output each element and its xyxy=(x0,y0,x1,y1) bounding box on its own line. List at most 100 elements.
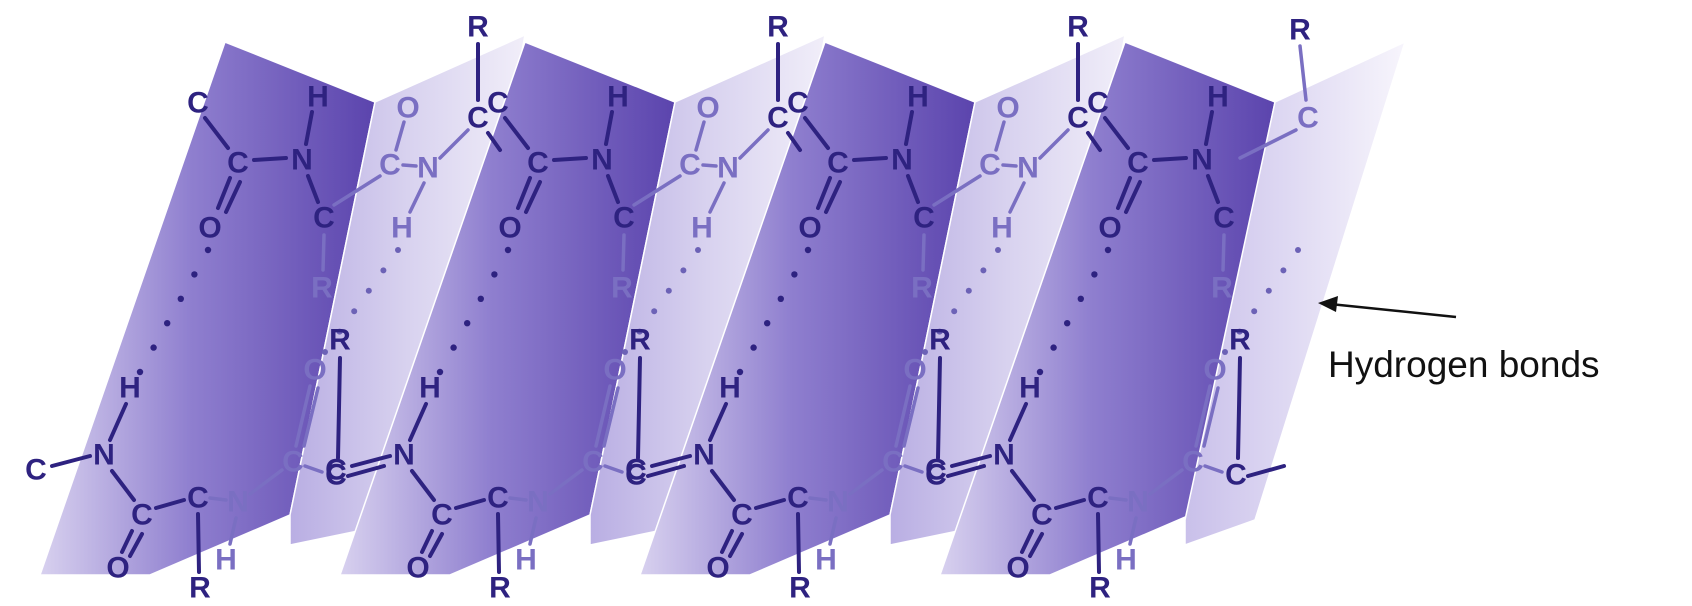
bond xyxy=(816,176,832,210)
bond xyxy=(216,176,232,210)
bond xyxy=(1204,110,1214,146)
bond xyxy=(508,496,528,502)
carbon-atom: C xyxy=(431,499,453,532)
nitrogen-atom: N xyxy=(693,439,715,472)
hydrogen-bond-dot xyxy=(980,267,987,274)
bond xyxy=(710,469,736,502)
hydrogen-atom: H xyxy=(215,544,237,577)
carbon-atom: C xyxy=(25,454,47,487)
bond xyxy=(1203,464,1224,474)
bond xyxy=(921,233,926,272)
bond xyxy=(1298,44,1308,102)
hydrogen-atom: H xyxy=(1207,81,1229,114)
bond xyxy=(650,454,692,468)
hydrogen-bond-dot xyxy=(1236,328,1243,335)
carbon-atom: C xyxy=(979,149,1001,182)
hydrogen-bond-dot xyxy=(177,295,184,302)
bond xyxy=(401,163,418,168)
oxygen-atom: O xyxy=(603,354,626,387)
bond xyxy=(1096,512,1101,574)
carbon-atom: C xyxy=(487,87,509,120)
bond xyxy=(303,464,324,474)
bond xyxy=(602,386,620,448)
carbon-atom: C xyxy=(787,87,809,120)
pleat-panel-dark xyxy=(38,41,376,576)
hydrogen-atom: H xyxy=(719,372,741,405)
bond xyxy=(594,384,612,448)
hydrogen-atom: H xyxy=(691,212,713,245)
bond xyxy=(646,464,686,478)
bond xyxy=(1108,496,1128,502)
hydrogen-bond-dot xyxy=(804,246,812,254)
hydrogen-bond-dot xyxy=(764,320,771,327)
side-chain-label: R xyxy=(1289,14,1311,47)
carbon-atom: C xyxy=(1087,87,1109,120)
side-chain-label: R xyxy=(1067,11,1089,44)
hydrogen-bond-dot xyxy=(750,344,757,351)
bond xyxy=(1086,131,1102,152)
carbon-atom: C xyxy=(1297,102,1319,135)
bond xyxy=(336,356,342,460)
bond xyxy=(936,356,942,460)
side-chain-label: R xyxy=(467,11,489,44)
carbon-atom: C xyxy=(227,147,249,180)
oxygen-atom: O xyxy=(396,92,419,125)
bond xyxy=(1038,128,1070,160)
hydrogen-bond-dot xyxy=(665,287,672,294)
bond xyxy=(1028,532,1044,558)
hydrogen-bond-dot xyxy=(995,247,1001,253)
bond xyxy=(1020,529,1034,554)
bond xyxy=(410,469,436,502)
nitrogen-atom: N xyxy=(417,152,439,185)
pleat-panel-dark xyxy=(638,41,976,576)
bond xyxy=(208,496,228,502)
bond xyxy=(248,468,284,496)
bond xyxy=(754,498,786,510)
carbon-atom: C xyxy=(131,499,153,532)
hydrogen-bond-dot xyxy=(150,344,157,351)
bond xyxy=(1128,516,1138,546)
hydrogen-bond-dot xyxy=(1036,368,1044,376)
carbon-atom: C xyxy=(1225,459,1247,492)
hydrogen-bond-dots xyxy=(136,246,1301,376)
bond xyxy=(438,128,470,160)
bond xyxy=(803,116,830,150)
hydrogen-atom: H xyxy=(815,544,837,577)
carbon-atom: C xyxy=(1213,202,1235,235)
nitrogen-atom: N xyxy=(1127,486,1149,519)
bond xyxy=(903,464,924,474)
side-chain-label: R xyxy=(311,272,333,305)
oxygen-atom: O xyxy=(106,552,129,585)
arrow-head xyxy=(1318,296,1338,312)
hydrogen-bond-dot xyxy=(936,328,943,335)
hydrogen-bond-dot xyxy=(322,349,328,355)
carbon-atom: C xyxy=(325,454,347,487)
oxygen-atom: O xyxy=(903,354,926,387)
bond xyxy=(110,469,136,502)
carbon-atom: C xyxy=(1127,147,1149,180)
hydrogen-bond-dot xyxy=(736,368,744,376)
hydrogen-bond-dot xyxy=(136,368,144,376)
hydrogen-bond-dot xyxy=(477,295,484,302)
bond xyxy=(516,176,532,210)
bond xyxy=(1148,468,1184,496)
hydrogen-bond-dot xyxy=(204,246,212,254)
bond xyxy=(528,516,538,546)
hydrogen-bond-dot xyxy=(1077,295,1085,302)
carbon-atom: C xyxy=(625,454,647,487)
hydrogen-atom: H xyxy=(391,212,413,245)
bond xyxy=(196,512,201,574)
bond xyxy=(1054,498,1086,510)
hydrogen-bond-dot xyxy=(951,308,958,315)
bond xyxy=(904,110,914,146)
oxygen-atom: O xyxy=(198,212,221,245)
bond xyxy=(552,156,588,162)
bond xyxy=(994,120,1006,152)
bond xyxy=(1124,180,1142,214)
hydrogen-bonds-label: Hydrogen bonds xyxy=(1328,344,1600,385)
bond xyxy=(1010,469,1036,502)
nitrogen-atom: N xyxy=(393,439,415,472)
bond xyxy=(1001,163,1018,168)
nitrogen-atom: N xyxy=(717,152,739,185)
